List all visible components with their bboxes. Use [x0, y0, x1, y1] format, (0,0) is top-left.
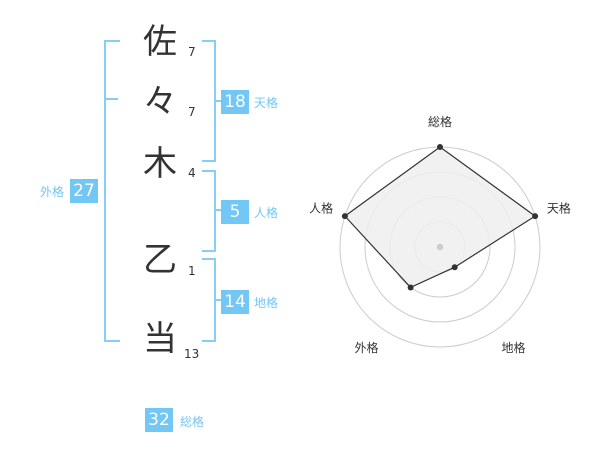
radar-point-3 [451, 264, 458, 271]
name-char-2: 々 [143, 82, 177, 122]
jinkaku-connector [214, 209, 222, 211]
radar-value-polygon [343, 146, 537, 289]
name-char-1: 佐 [143, 22, 177, 62]
chikaku-connector [214, 299, 222, 301]
jinkaku-bracket [202, 170, 216, 252]
tenkaku-connector [214, 100, 222, 102]
soukaku-label: 総格 [180, 415, 205, 429]
stroke-count-1: 7 [188, 45, 196, 59]
radar-point-2 [532, 213, 539, 220]
radar-axis-label-4: 外格 [355, 340, 379, 355]
radar-points [341, 144, 539, 291]
radar-point-4 [407, 284, 414, 291]
jinkaku-label: 人格 [254, 206, 279, 220]
stroke-count-3: 4 [188, 166, 196, 180]
gaikaku-label: 外格 [40, 185, 65, 199]
stroke-count-4: 1 [188, 264, 196, 278]
tenkaku-label: 天格 [254, 96, 279, 110]
gaikaku-bracket-tick [104, 98, 118, 100]
soukaku-value-badge: 32 [145, 408, 173, 432]
stroke-count-2: 7 [188, 105, 196, 119]
radar-axis-label-1: 総格 [428, 114, 452, 129]
tenkaku-value-badge: 18 [221, 90, 249, 114]
name-char-5: 当 [143, 319, 177, 359]
jinkaku-value-badge: 5 [221, 200, 249, 224]
stroke-count-5: 13 [184, 347, 200, 361]
radar-point-5 [341, 213, 348, 220]
chikaku-label: 地格 [254, 296, 279, 310]
gaikaku-bracket [104, 40, 120, 342]
radar-axis-label-5: 人格 [309, 200, 333, 215]
gaikaku-value-badge: 27 [70, 179, 98, 203]
chikaku-value-badge: 14 [221, 290, 249, 314]
name-char-4: 乙 [143, 240, 177, 280]
radar-axis-label-3: 地格 [501, 340, 525, 355]
radar-center-dot [436, 243, 444, 251]
radar-axis-label-2: 天格 [547, 200, 571, 215]
radar-point-1 [437, 144, 443, 150]
name-char-3: 木 [143, 144, 177, 184]
